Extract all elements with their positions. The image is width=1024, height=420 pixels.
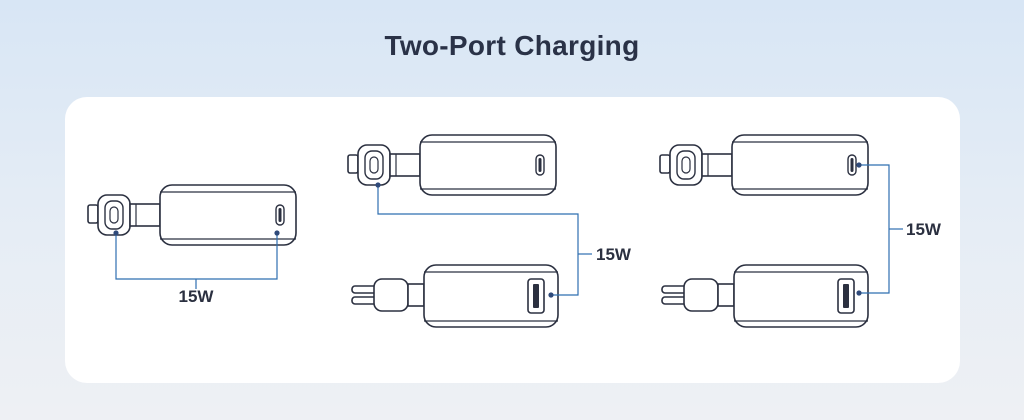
charger-usb-a — [351, 264, 559, 328]
port-dot — [548, 292, 554, 298]
power-label: 15W — [596, 245, 632, 264]
config-two-b: 15W — [659, 134, 942, 328]
power-label: 15W — [906, 220, 942, 239]
config-single: 15W — [87, 184, 297, 306]
power-label: 15W — [179, 287, 215, 306]
port-dot — [375, 182, 381, 188]
connector-line — [377, 186, 579, 296]
charger-usb-c — [659, 134, 869, 196]
port-dot — [274, 230, 280, 236]
charger-usb-a — [661, 264, 869, 328]
port-dot — [856, 162, 862, 168]
page-title: Two-Port Charging — [384, 30, 640, 61]
charger-usb-c — [87, 184, 297, 246]
config-two-a: 15W — [347, 134, 632, 328]
port-dot — [856, 290, 862, 296]
port-dot — [113, 230, 119, 236]
